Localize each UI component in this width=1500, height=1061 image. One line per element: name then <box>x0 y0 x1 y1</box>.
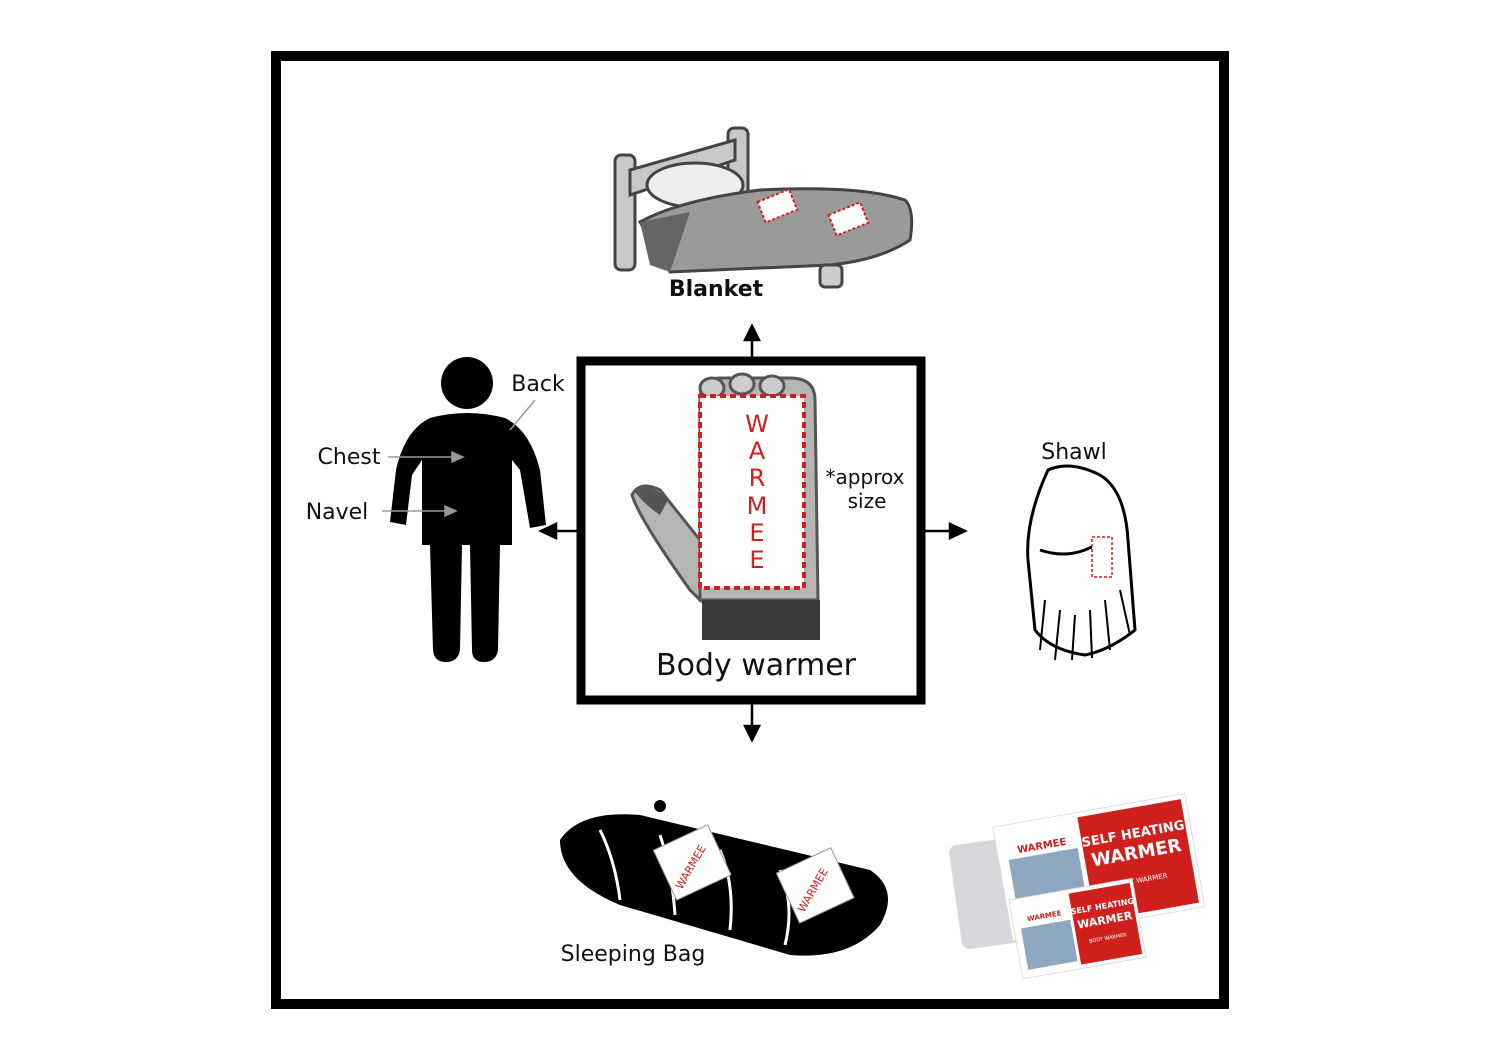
pad-letter: M <box>747 492 768 520</box>
shawl-icon <box>1026 464 1137 661</box>
pad-letter: E <box>749 519 764 547</box>
product-image: WARMEE SELF HEATING WARMER BODY WARMER W… <box>949 792 1206 980</box>
pad-letter: A <box>749 437 766 465</box>
shawl-label: Shawl <box>1041 440 1107 465</box>
blanket-label: Blanket <box>669 277 764 302</box>
pad-letter: E <box>749 546 764 574</box>
navel-label: Navel <box>306 500 369 525</box>
arrows <box>538 323 968 743</box>
bed-icon <box>613 126 914 289</box>
arrow-down-icon <box>742 724 762 743</box>
size-note: *approx <box>826 465 905 489</box>
person-icon <box>390 357 546 662</box>
arrow-right-icon <box>948 522 968 540</box>
sleeping-bag-label: Sleeping Bag <box>561 942 706 967</box>
center-title: Body warmer <box>656 648 857 683</box>
chest-label: Chest <box>318 445 381 470</box>
outer-frame <box>271 51 1229 1009</box>
pad-letter: R <box>749 464 766 492</box>
pad-letter: W <box>745 410 769 438</box>
sleeping-bag-icon <box>560 800 888 956</box>
back-label: Back <box>511 372 565 397</box>
arrow-left-icon <box>538 522 558 540</box>
size-note: size <box>848 489 887 513</box>
warmer-pad <box>698 394 806 590</box>
arrow-up-icon <box>742 323 762 342</box>
body-pointers <box>382 399 536 518</box>
glove-icon <box>630 372 820 640</box>
